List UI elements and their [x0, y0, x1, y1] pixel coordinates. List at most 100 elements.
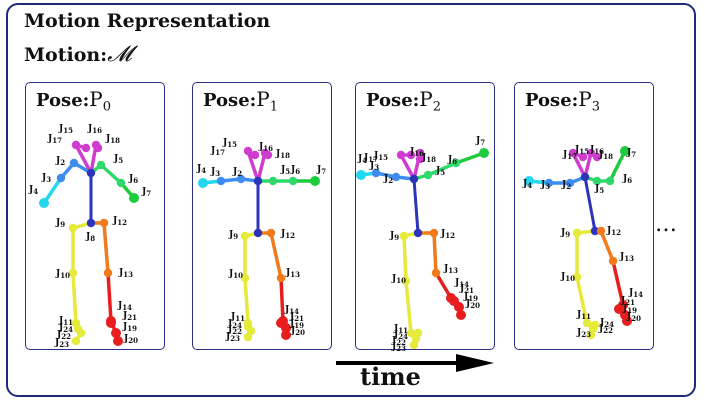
joint-5: [268, 176, 278, 186]
bone-1-8: [583, 175, 597, 233]
joint-4: [524, 176, 534, 186]
joint-18: [415, 154, 425, 164]
joint-13: [276, 273, 286, 283]
pose-symbol-0: P: [89, 87, 103, 111]
joint-20: [281, 330, 291, 340]
pose-label-2: Pose:: [366, 90, 420, 111]
joint-5: [96, 160, 106, 170]
joint-label-12: J12: [440, 229, 455, 240]
joint-label-9: J9: [55, 218, 65, 229]
joint-17: [250, 150, 260, 160]
joint-7: [129, 193, 139, 203]
motion-symbol: 𝓜: [107, 42, 132, 67]
bone-6-7: [608, 149, 627, 183]
joint-20: [622, 316, 632, 326]
bone-3-4: [42, 176, 63, 205]
joint-label-16: J16: [409, 147, 424, 158]
joint-3: [544, 178, 554, 188]
joint-21: [449, 296, 459, 306]
joint-17: [578, 152, 588, 162]
joint-15: [568, 148, 578, 158]
joint-label-4: J4: [196, 164, 206, 175]
joint-21: [614, 304, 624, 314]
joint-label-12: J12: [606, 226, 621, 237]
joint-4: [198, 178, 208, 188]
joint-label-17: J17: [562, 150, 577, 161]
bone-15-1: [74, 143, 93, 175]
joint-1: [580, 172, 590, 182]
bone-12-13: [102, 221, 110, 275]
joint-10: [572, 272, 582, 282]
joint-label-6: J6: [290, 165, 300, 176]
pose-symbol-2: P: [419, 87, 433, 111]
joint-label-10: J10: [228, 269, 243, 280]
joint-2: [236, 174, 246, 184]
joint-13: [103, 268, 113, 278]
joint-label-10: J10: [560, 272, 575, 283]
joint-16: [415, 148, 425, 158]
joint-label-19: J19: [622, 304, 637, 315]
joint-label-16: J16: [87, 124, 102, 135]
joint-label-17: J17: [363, 153, 378, 164]
joint-1: [253, 176, 263, 186]
joint-3: [56, 173, 66, 183]
pose-title-2: Pose:P2: [366, 87, 441, 115]
joint-24: [243, 322, 253, 332]
joint-2: [69, 158, 79, 168]
joint-label-3: J3: [41, 173, 51, 184]
joint-label-6: J6: [128, 174, 138, 185]
pose-subscript-0: 0: [102, 99, 112, 115]
joint-label-23: J23: [391, 342, 406, 353]
joint-8: [413, 228, 423, 238]
joint-23: [71, 336, 81, 346]
joint-label-10: J10: [55, 269, 70, 280]
joint-label-22: J22: [598, 324, 613, 335]
pose-title-0: Pose:P0: [36, 87, 111, 115]
bone-12-13: [269, 231, 283, 280]
bone-12-13: [599, 229, 615, 263]
joint-11: [582, 318, 592, 328]
joint-21: [106, 318, 116, 328]
pose-symbol-1: P: [256, 87, 270, 111]
joint-19: [111, 328, 121, 338]
bone-12-13: [432, 231, 438, 275]
bone-15-1: [399, 153, 416, 181]
joint-7: [620, 146, 630, 156]
joint-label-20: J20: [123, 334, 138, 345]
joint-label-9: J9: [560, 228, 570, 239]
joint-label-14: J14: [284, 305, 299, 316]
joint-label-22: J22: [56, 330, 71, 341]
joint-label-8: J8: [85, 232, 95, 243]
joint-label-18: J18: [598, 150, 613, 161]
joint-24: [590, 320, 600, 330]
joint-1: [409, 174, 419, 184]
joint-10: [240, 273, 250, 283]
joint-15: [71, 140, 81, 150]
joint-20: [456, 310, 466, 320]
joint-2: [565, 178, 575, 188]
joint-label-19: J19: [463, 292, 478, 303]
joint-label-23: J23: [54, 338, 69, 349]
joint-label-4: J4: [522, 179, 532, 190]
joint-label-24: J24: [599, 318, 614, 329]
joint-label-15: J15: [373, 151, 388, 162]
joint-label-21: J21: [459, 284, 474, 295]
joint-label-4: J4: [28, 185, 38, 196]
joint-12: [99, 218, 109, 228]
joint-6: [288, 176, 298, 186]
joint-18: [263, 150, 273, 160]
joint-label-3: J3: [540, 180, 550, 191]
pose-label-0: Pose:: [36, 90, 90, 111]
pose-symbol-3: P: [578, 87, 592, 111]
joint-label-21: J21: [620, 296, 635, 307]
joint-label-2: J2: [561, 180, 571, 191]
joint-9: [240, 231, 250, 241]
joint-15: [396, 150, 406, 160]
joint-24: [413, 328, 423, 338]
joint-7: [479, 148, 489, 158]
joint-3: [216, 176, 226, 186]
